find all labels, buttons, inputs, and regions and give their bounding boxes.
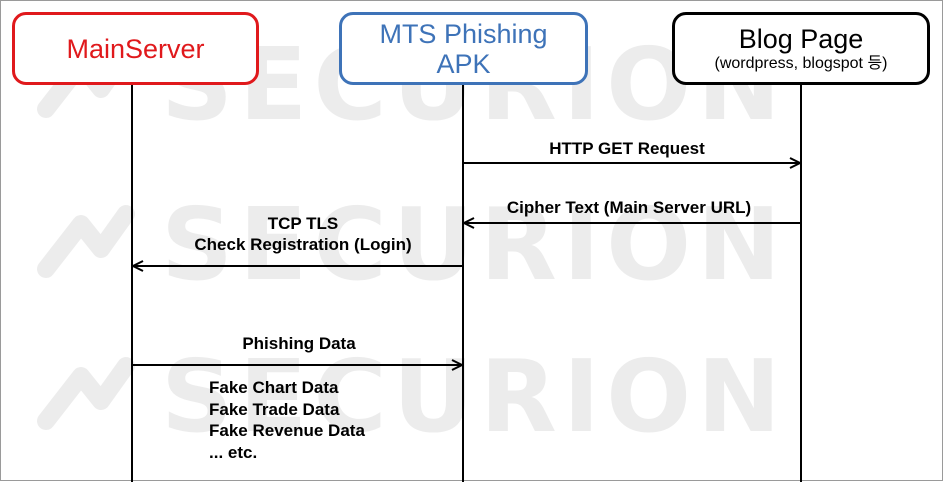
message-label-line: TCP TLS — [267, 214, 339, 233]
actor-blog-page: Blog Page (wordpress, blogspot 등) — [672, 12, 930, 85]
actor-blog-subtitle: (wordpress, blogspot 등) — [714, 54, 888, 72]
phishing-data-note: Fake Chart Data Fake Trade Data Fake Rev… — [209, 377, 365, 463]
note-item: ... etc. — [209, 442, 258, 462]
message-label-http-get: HTTP GET Request — [549, 139, 705, 158]
actor-apk-title-line2: APK — [436, 48, 491, 79]
actor-blog-title: Blog Page — [738, 23, 864, 54]
actor-apk-title-line1: MTS Phishing — [379, 18, 548, 49]
actor-main-server: MainServer — [12, 12, 259, 85]
message-label-phishing-data: Phishing Data — [242, 334, 356, 353]
message-label-line: Check Registration (Login) — [194, 235, 412, 254]
actor-main-title: MainServer — [66, 33, 205, 64]
message-label-cipher-text: Cipher Text (Main Server URL) — [506, 198, 752, 217]
actor-mts-phishing-apk: MTS Phishing APK — [339, 12, 588, 85]
message-label-tcp-tls: TCP TLS Check Registration (Login) — [194, 213, 411, 255]
note-item: Fake Chart Data — [209, 378, 339, 397]
note-item: Fake Trade Data — [209, 399, 340, 419]
note-item: Fake Revenue Data — [209, 421, 365, 440]
